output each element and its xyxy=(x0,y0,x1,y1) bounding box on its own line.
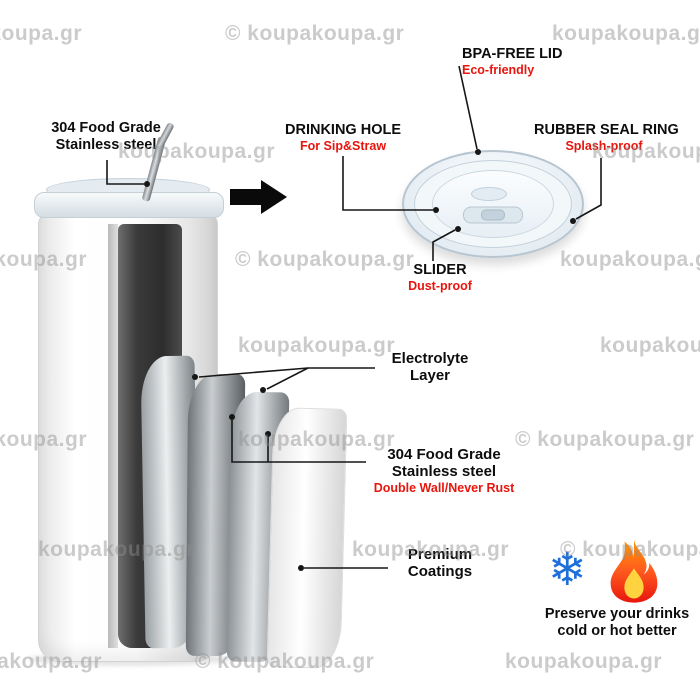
callout-electrolyte-line2: Layer xyxy=(409,367,451,385)
watermark-text: koupakoupa.gr xyxy=(600,334,700,357)
layer-premium-coating xyxy=(266,407,348,669)
snowflake-icon: ❄ xyxy=(548,542,587,596)
callout-drinking-hole: DRINKING HOLE For Sip&Straw xyxy=(284,122,402,153)
arrow-head xyxy=(261,180,287,214)
callout-coatings-line2: Coatings xyxy=(407,563,473,581)
lid-top-view xyxy=(402,150,584,258)
preserve-caption-line1: Preserve your drinks xyxy=(544,606,690,622)
callout-rubber-seal-ring: RUBBER SEAL RING Splash-proof xyxy=(534,122,679,153)
callout-premium-coatings: Premium Coatings xyxy=(390,546,490,581)
callout-slider: SLIDER Dust-proof xyxy=(404,262,476,293)
callout-coatings-line1: Premium xyxy=(407,546,473,563)
callout-bpa-title: BPA-FREE LID xyxy=(462,46,563,62)
callout-drinking-hole-title: DRINKING HOLE xyxy=(285,122,401,138)
callout-steel-top-line1: 304 Food Grade xyxy=(51,120,161,136)
lid-drinking-hole xyxy=(471,186,508,201)
watermark-text: © koupakoupa.gr xyxy=(225,22,405,45)
callout-bpa-subtitle: Eco-friendly xyxy=(462,62,535,77)
callout-electrolyte-line1: Electrolyte xyxy=(391,350,469,367)
watermark-text: koupakoupa.gr xyxy=(238,334,396,357)
callout-electrolyte-layer: Electrolyte Layer xyxy=(377,350,483,385)
tumbler-inner-wall xyxy=(108,224,118,648)
right-arrow-icon xyxy=(230,180,290,214)
watermark-text: © koupakoupa.gr xyxy=(515,428,695,451)
callout-slider-subtitle: Dust-proof xyxy=(408,278,472,293)
lid-slider-tab xyxy=(481,209,505,221)
arrow-shaft xyxy=(230,189,262,205)
callout-steel-wall-line1: 304 Food Grade xyxy=(387,446,501,463)
callout-steel-double-wall: 304 Food Grade Stainless steel Double Wa… xyxy=(368,446,520,495)
preserve-caption-line2: cold or hot better xyxy=(557,622,677,639)
callout-steel-wall-subtitle: Double Wall/Never Rust xyxy=(373,480,515,495)
flame-icon xyxy=(608,538,660,609)
tumbler-lid-band xyxy=(34,192,224,218)
watermark-text: koupakoupa.gr xyxy=(505,650,663,673)
watermark-text: koupakoupa.gr xyxy=(552,22,700,45)
callout-steel-wall-line2: Stainless steel xyxy=(391,463,497,481)
callout-steel-top-line2: Stainless steel xyxy=(55,136,157,153)
lid-inner-ring xyxy=(432,170,554,238)
callout-drinking-hole-subtitle: For Sip&Straw xyxy=(299,138,387,153)
callout-steel-top: 304 Food Grade Stainless steel xyxy=(40,120,172,153)
watermark-text: © koupakoupa.gr xyxy=(235,248,415,271)
callout-slider-title: SLIDER xyxy=(413,262,467,278)
callout-rubber-seal-subtitle: Splash-proof xyxy=(565,138,643,153)
callout-bpa-free-lid: BPA-FREE LID Eco-friendly xyxy=(462,46,562,77)
watermark-text: koupakoupa.gr xyxy=(0,22,83,45)
callout-rubber-seal-title: RUBBER SEAL RING xyxy=(534,122,679,138)
preserve-caption: Preserve your drinks cold or hot better xyxy=(538,606,696,639)
